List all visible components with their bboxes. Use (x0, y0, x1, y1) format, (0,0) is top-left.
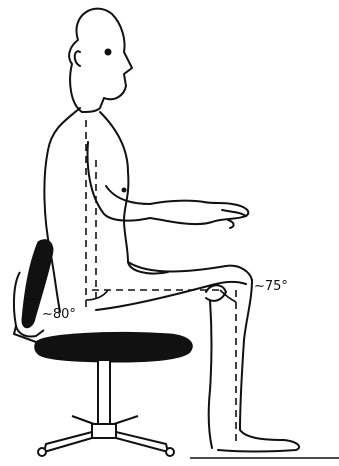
chair-leg-right (116, 432, 168, 452)
hip-angle-label: ∼80° (42, 307, 76, 322)
chair-leg-back-left (72, 416, 94, 424)
lower-leg-front (218, 280, 299, 452)
ear-outline (75, 51, 80, 66)
back-outline (44, 108, 80, 312)
chair-column (98, 360, 110, 426)
thigh-top-outline (128, 262, 252, 280)
chair-base-hub (92, 424, 116, 438)
knee-angle-label: ∼75° (254, 279, 288, 294)
eye (106, 50, 111, 55)
person-figure (44, 9, 299, 452)
chair-leg-back-right (114, 416, 138, 424)
chair-caster-left (38, 448, 46, 456)
upper-arm-outline (88, 142, 150, 221)
chest-mark (123, 189, 126, 192)
chair-leg-left (44, 432, 92, 452)
lower-leg-back (209, 300, 212, 448)
chair-caster-right (166, 448, 174, 456)
chair-seat (35, 332, 193, 362)
torso-front-outline (100, 112, 168, 274)
hip-angle-arc (86, 290, 108, 300)
head-outline (69, 9, 132, 112)
